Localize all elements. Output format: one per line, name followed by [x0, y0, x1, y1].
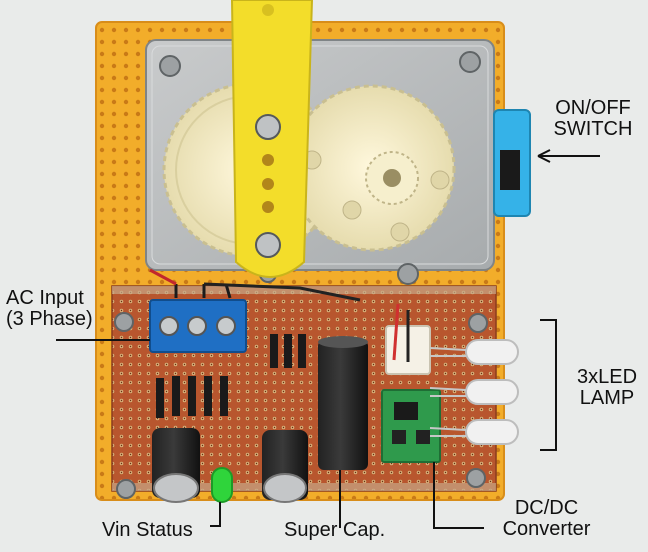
dc-dc-converter — [381, 389, 441, 463]
yellow-arm — [230, 0, 314, 278]
white-connector — [385, 303, 431, 375]
led-lamp-label: 3xLED LAMP — [576, 366, 638, 409]
on-off-switch-label: ON/OFF SWITCH — [553, 97, 633, 140]
super-capacitor — [318, 336, 368, 470]
ac-input-label: AC Input (3 Phase) — [6, 287, 93, 330]
ac-terminal-block — [149, 268, 361, 353]
capacitor-left — [152, 428, 200, 503]
plate-screws — [159, 51, 481, 285]
vin-status-led — [211, 467, 233, 503]
super-cap-label: Super Cap. — [284, 519, 386, 541]
annotation-lines — [56, 149, 600, 529]
pinion-gear — [365, 151, 419, 205]
led-lamps — [429, 339, 519, 445]
dc-dc-converter-label: DC/DC Converter — [502, 497, 591, 540]
capacitor-right — [262, 430, 308, 503]
rectifier-diodes — [156, 334, 306, 418]
board-screws — [114, 312, 488, 499]
vin-status-label: Vin Status — [102, 519, 193, 541]
on-off-switch — [493, 109, 531, 217]
gearbox — [145, 39, 495, 285]
